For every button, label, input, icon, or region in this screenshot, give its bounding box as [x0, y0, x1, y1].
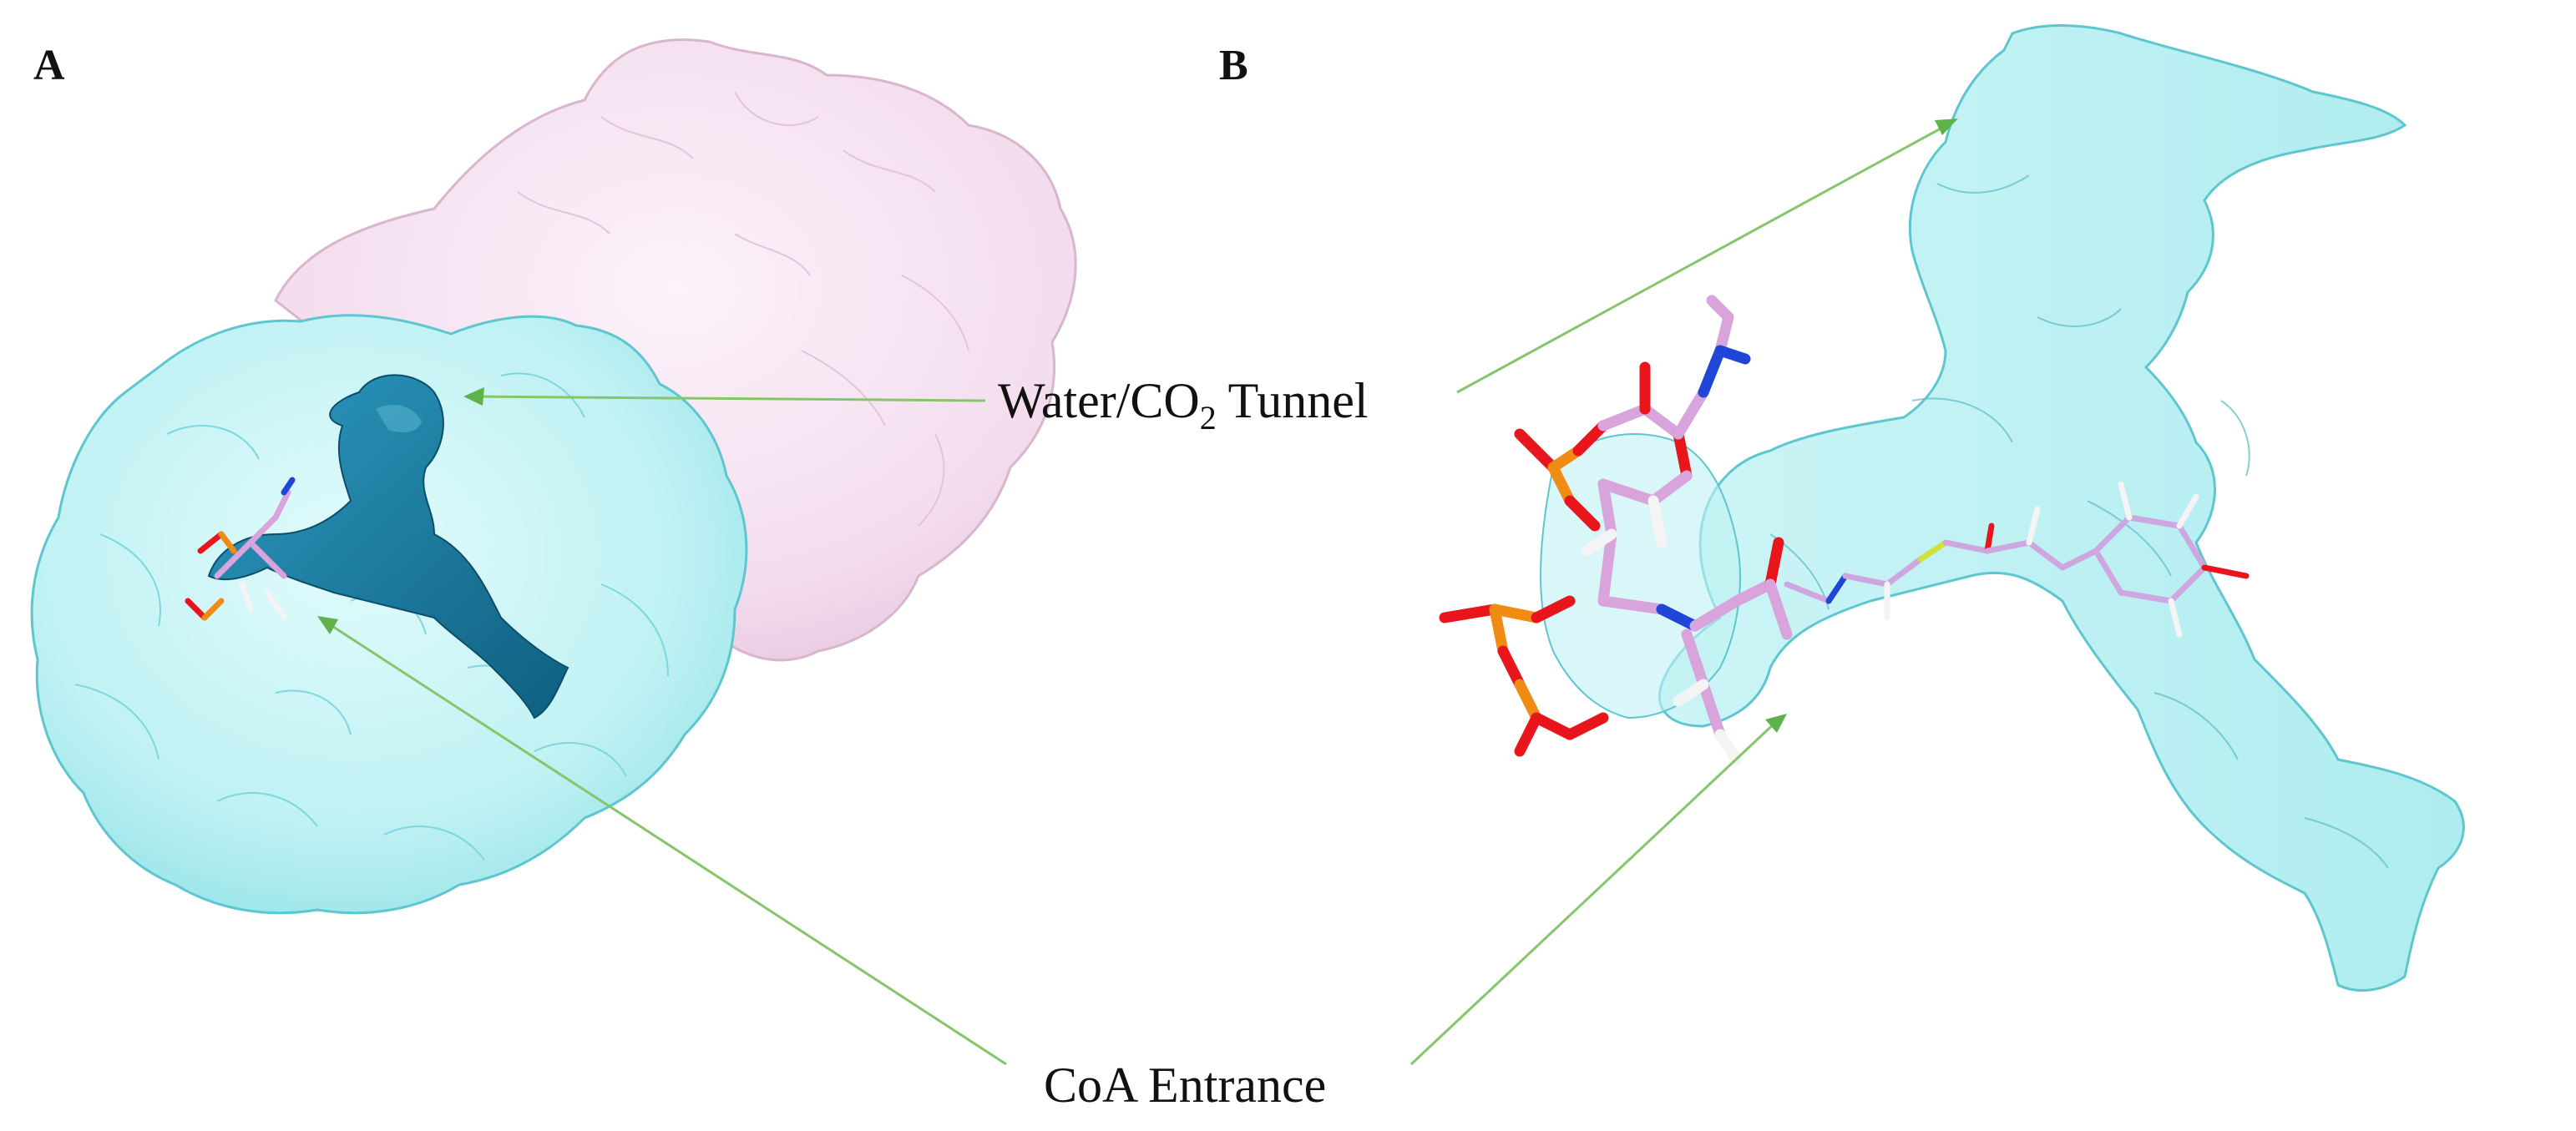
protein-subunit-cyan [30, 314, 748, 915]
tunnel-highlight [376, 405, 422, 432]
pink-surface-bumps [517, 91, 969, 527]
leader-line-tunnel-a [471, 395, 986, 402]
arrowhead-tunnel-a [463, 387, 484, 406]
panel-b-label: B [1219, 42, 1248, 89]
tunnel-label-prefix: Water/CO [998, 373, 1200, 428]
tunnel-mesh-entrance-lobe [1540, 433, 1741, 719]
arrowhead-entrance-a [317, 616, 338, 634]
coa-ligand-small [185, 477, 296, 621]
tunnel-label-subscript: 2 [1200, 399, 1217, 437]
panel-b: B [1219, 24, 2465, 992]
arrowhead-entrance-b [1765, 714, 1787, 733]
callout-entrance: CoA Entrance [317, 616, 1787, 1113]
tunnel-label-suffix: Tunnel [1217, 373, 1369, 428]
leader-line-entrance-a [325, 620, 1007, 1066]
arrowhead-tunnel-b [1935, 119, 1958, 135]
entrance-callout-label: CoA Entrance [1044, 1058, 1326, 1113]
panel-a-label: A [33, 42, 65, 89]
protein-subunit-pink [274, 38, 1077, 662]
callout-tunnel: Water/CO2 Tunnel [463, 119, 1958, 437]
leader-line-entrance-b [1409, 718, 1780, 1066]
tunnel-mesh [1658, 24, 2465, 992]
panel-a: A [30, 38, 1077, 915]
coa-ligand [1439, 295, 2250, 765]
leader-line-tunnel-b [1456, 122, 1951, 394]
tunnel-callout-label: Water/CO2 Tunnel [998, 373, 1369, 437]
cyan-surface-bumps [74, 372, 669, 861]
water-co2-tunnel-surface [207, 374, 569, 719]
